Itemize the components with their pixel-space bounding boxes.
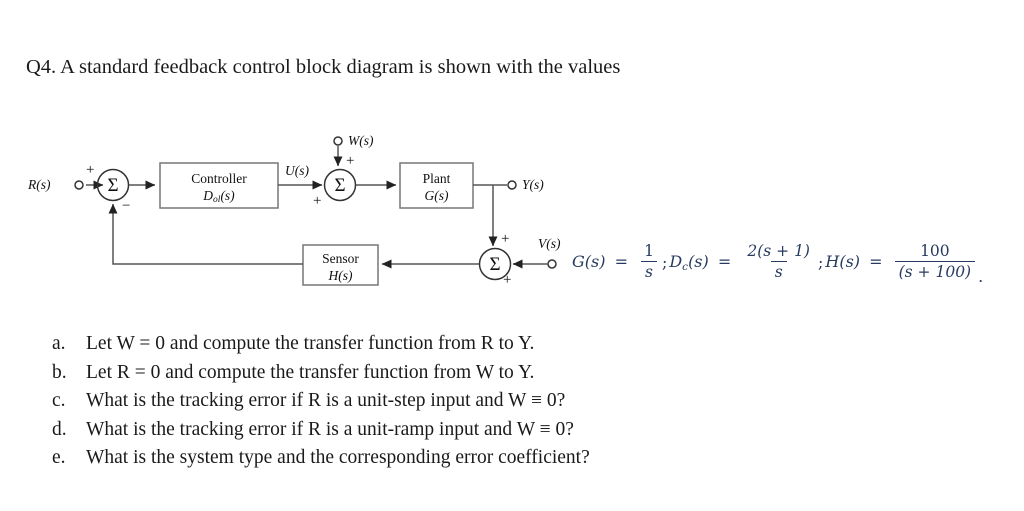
plant-block-transfer: G(s) bbox=[424, 188, 449, 203]
formula-g-symbol: G bbox=[572, 251, 585, 271]
question-marker-b: b. bbox=[52, 361, 67, 383]
formula-h-arg: (s) bbox=[839, 251, 861, 271]
sensor-block-label: Sensor H(s) bbox=[303, 250, 378, 284]
formula-g-fraction: 1 s bbox=[640, 242, 658, 281]
sensor-block-transfer: H(s) bbox=[328, 268, 353, 283]
question-text-e: What is the system type and the correspo… bbox=[86, 447, 590, 468]
formula-g-arg: (s) bbox=[584, 251, 606, 271]
question-text-d: What is the tracking error if R is a uni… bbox=[86, 418, 574, 440]
disturbance-junction-plus-sign-left: + bbox=[313, 193, 322, 209]
formula-dc-numerator: 2(s + 1) bbox=[747, 241, 810, 260]
block-diagram: R(s) U(s) W(s) Y(s) V(s) Σ Σ Σ + − + + +… bbox=[0, 118, 580, 308]
question-text-c: What is the tracking error if R is a uni… bbox=[86, 390, 566, 411]
error-junction-minus-sign: − bbox=[122, 198, 131, 214]
formula-dc-subscript: c bbox=[682, 260, 689, 273]
list-item: c. What is the tracking error if R is a … bbox=[52, 387, 952, 416]
signal-label-w: W(s) bbox=[348, 133, 374, 148]
noise-junction-plus-sign-bottom: + bbox=[503, 272, 512, 288]
noise-junction-plus-sign-top: + bbox=[501, 231, 510, 247]
formula-h-numerator: 100 bbox=[920, 241, 950, 260]
formula-h-equals: = bbox=[869, 251, 883, 271]
formula-h-denominator: (s + 100) bbox=[894, 260, 976, 281]
input-terminal-r bbox=[74, 180, 84, 190]
error-junction-plus-sign: + bbox=[86, 162, 95, 178]
formula-g-equals: = bbox=[614, 251, 628, 271]
sensor-block-title: Sensor bbox=[322, 251, 359, 266]
list-item: d. What is the tracking error if R is a … bbox=[52, 416, 952, 445]
plant-block-label: Plant G(s) bbox=[400, 170, 473, 204]
signal-label-u: U(s) bbox=[285, 163, 309, 178]
noise-junction-sigma: Σ bbox=[489, 254, 501, 275]
question-marker-e: e. bbox=[52, 447, 66, 468]
question-list: a. Let W = 0 and compute the transfer fu… bbox=[52, 330, 952, 473]
question-text-b: Let R = 0 and compute the transfer funct… bbox=[86, 361, 535, 383]
controller-block-transfer: Dol(s) bbox=[160, 187, 278, 207]
formula-g: G(s) = 1 s bbox=[572, 242, 661, 282]
formula-separator-1: ; bbox=[661, 252, 668, 272]
controller-transfer-arg: (s) bbox=[220, 188, 235, 203]
formula-separator-2: ; bbox=[817, 252, 824, 272]
formula-dc-equals: = bbox=[717, 251, 732, 271]
disturbance-junction-plus-sign-top: + bbox=[346, 153, 355, 169]
block-diagram-lines bbox=[86, 136, 557, 286]
formula-dc-fraction: 2(s + 1) s bbox=[743, 242, 814, 281]
question-marker-d: d. bbox=[52, 418, 67, 440]
disturbance-junction-sigma: Σ bbox=[334, 175, 346, 196]
signal-label-r: R(s) bbox=[28, 177, 51, 192]
list-item: e. What is the system type and the corre… bbox=[52, 444, 952, 473]
question-marker-a: a. bbox=[52, 333, 66, 354]
formula-terminator: . bbox=[978, 267, 984, 286]
list-item: b. Let R = 0 and compute the transfer fu… bbox=[52, 359, 952, 388]
formula-dc-symbol: D bbox=[669, 251, 683, 271]
transfer-function-formulas: G(s) = 1 s ; Dc(s) = 2(s + 1) s ; H(s) =… bbox=[572, 234, 983, 290]
formula-dc-denominator: s bbox=[770, 260, 787, 281]
list-item: a. Let W = 0 and compute the transfer fu… bbox=[52, 330, 952, 359]
signal-label-v: V(s) bbox=[538, 236, 561, 251]
controller-transfer-symbol: D bbox=[203, 188, 214, 203]
controller-block-label: Controller Dol(s) bbox=[160, 170, 278, 207]
question-text-a: Let W = 0 and compute the transfer funct… bbox=[86, 333, 535, 354]
page-title: Q4. A standard feedback control block di… bbox=[26, 56, 621, 78]
formula-h: H(s) = 100 (s + 100) bbox=[825, 241, 978, 282]
error-junction-sigma: Σ bbox=[107, 175, 119, 196]
question-marker-c: c. bbox=[52, 390, 66, 411]
controller-block-title: Controller bbox=[191, 171, 247, 186]
signal-label-y: Y(s) bbox=[522, 177, 544, 192]
formula-dc-arg: (s) bbox=[688, 251, 709, 271]
formula-dc: Dc(s) = 2(s + 1) s bbox=[669, 242, 817, 282]
plant-block-title: Plant bbox=[422, 171, 451, 186]
formula-g-denominator: s bbox=[641, 260, 657, 281]
controller-transfer-subscript: ol bbox=[213, 195, 221, 205]
formula-h-fraction: 100 (s + 100) bbox=[894, 241, 976, 281]
formula-h-symbol: H bbox=[825, 251, 840, 271]
formula-g-numerator: 1 bbox=[644, 241, 654, 260]
